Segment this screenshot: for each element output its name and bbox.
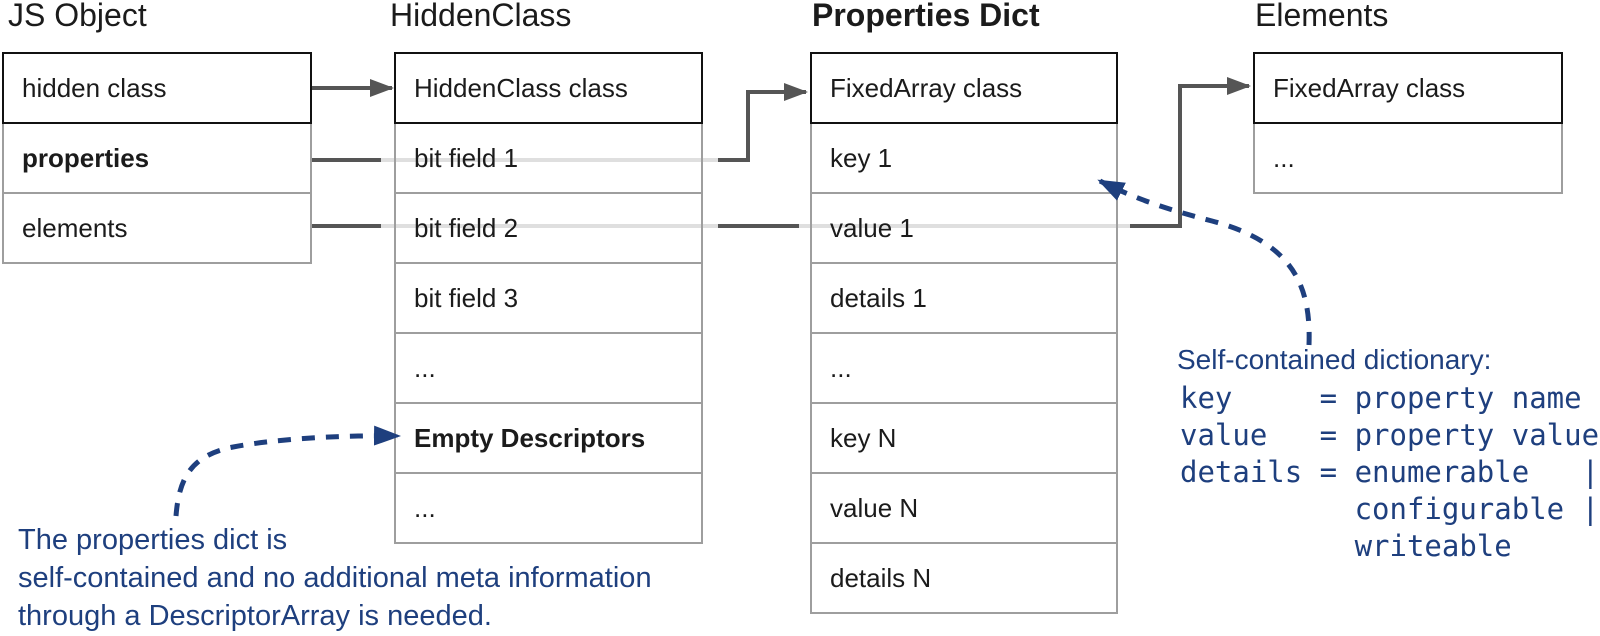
row-label: FixedArray class [830, 73, 1023, 103]
table-row: HiddenClass class [394, 52, 703, 124]
row-label: ... [414, 353, 436, 383]
row-label: key 1 [830, 143, 893, 173]
note-line: self-contained and no additional meta in… [18, 562, 652, 594]
row-label: details N [830, 563, 932, 593]
table-row: ... [394, 332, 703, 404]
row-label: bit field 3 [414, 283, 519, 313]
row-label: bit field 2 [414, 213, 519, 243]
column-title: Properties Dict [812, 0, 1040, 33]
table-row: key 1 [810, 122, 1118, 194]
row-label: elements [22, 213, 128, 243]
table-row: FixedArray class [810, 52, 1118, 124]
table-row: ... [1253, 122, 1563, 194]
row-label: details 1 [830, 283, 927, 313]
table-row: details 1 [810, 262, 1118, 334]
row-label: FixedArray class [1273, 73, 1466, 103]
code-line: key = property name [1180, 381, 1582, 415]
row-label: ... [1273, 143, 1295, 173]
row-label: Empty Descriptors [414, 423, 646, 453]
note-self-contained-title: Self-contained dictionary: [1177, 344, 1492, 375]
note-properties-dict: The properties dict is self-contained an… [18, 521, 652, 635]
code-line: value = property value [1180, 418, 1600, 452]
row-label: bit field 1 [414, 143, 519, 173]
table-row: bit field 1 [394, 122, 703, 194]
code-line: writeable [1180, 529, 1512, 563]
row-label: ... [830, 353, 852, 383]
code-line: configurable | [1180, 492, 1600, 526]
table-row: details N [810, 542, 1118, 614]
column-title: Elements [1255, 0, 1389, 33]
row-label: key N [830, 423, 897, 453]
row-label: HiddenClass class [414, 73, 628, 103]
table-row: hidden class [2, 52, 312, 124]
table-row: value N [810, 472, 1118, 544]
table-row: value 1 [810, 192, 1118, 264]
table-row: bit field 2 [394, 192, 703, 264]
column-title: HiddenClass [390, 0, 572, 33]
row-label: value N [830, 493, 919, 523]
table-row: properties [2, 122, 312, 194]
table-row: ... [810, 332, 1118, 404]
note-self-contained-code: key = property name value = property val… [1180, 380, 1599, 565]
note-line: through a DescriptorArray is needed. [18, 600, 492, 632]
row-label: properties [22, 143, 150, 173]
code-line: details = enumerable | [1180, 455, 1600, 489]
row-label: value 1 [830, 213, 914, 243]
note-line: The properties dict is [18, 524, 288, 556]
table-row: bit field 3 [394, 262, 703, 334]
table-row: key N [810, 402, 1118, 474]
row-label: ... [414, 493, 436, 523]
table-row: FixedArray class [1253, 52, 1563, 124]
table-row: Empty Descriptors [394, 402, 703, 474]
row-label: hidden class [22, 73, 167, 103]
table-row: elements [2, 192, 312, 264]
column-title: JS Object [8, 0, 147, 33]
